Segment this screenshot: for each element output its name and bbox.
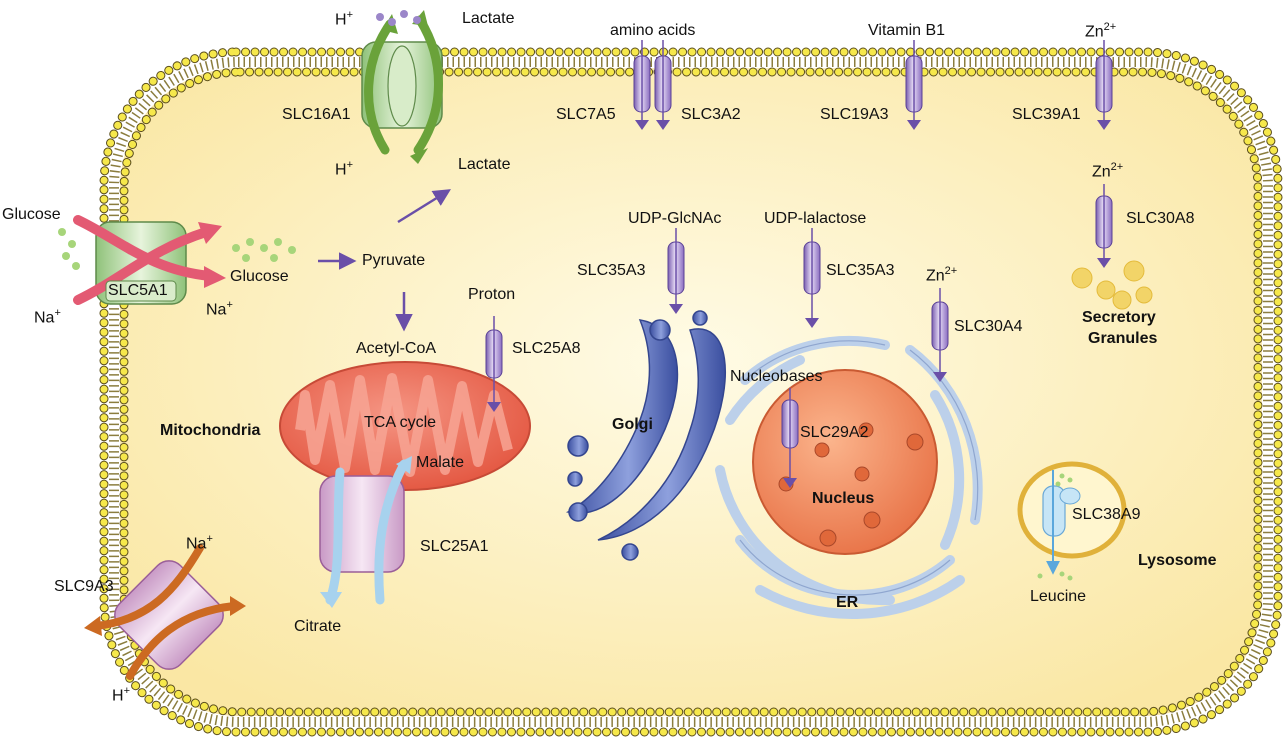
- na-plus-outside-label: Na+: [34, 307, 61, 327]
- cytoplasm: [120, 68, 1262, 716]
- slc35a3-golgi-transporter: [667, 228, 685, 314]
- leucine-label: Leucine: [1030, 588, 1087, 605]
- h-plus-bottom-label: H+: [112, 685, 130, 705]
- tca-cycle-label: TCA cycle: [364, 414, 437, 431]
- er-outline: [739, 340, 979, 596]
- udp-lalactose-label: UDP-lalactose: [764, 210, 867, 227]
- na-plus-slc9a3-label: Na+: [186, 533, 213, 553]
- slc38a9-label: SLC38A9: [1072, 506, 1141, 523]
- golgi-label: Golgi: [612, 416, 653, 433]
- slc9a3-label: SLC9A3: [54, 578, 114, 595]
- lysosome: [1017, 461, 1127, 581]
- slc35a3-golgi-label: SLC35A3: [577, 262, 646, 279]
- glucose-dots-out: [58, 228, 80, 270]
- er-label: ER: [836, 594, 859, 611]
- golgi: [565, 310, 726, 561]
- slc5a1-transporter: [73, 215, 226, 305]
- slc30a8-label: SLC30A8: [1126, 210, 1195, 227]
- glucose-outside-label: Glucose: [2, 206, 61, 223]
- secretory-granules-label-1: Secretory: [1082, 309, 1156, 326]
- secretory-granules-label-2: Granules: [1088, 330, 1158, 347]
- glucose-dots-in: [232, 238, 296, 262]
- lactate-inside-label: Lactate: [458, 156, 511, 173]
- zn-outside-label: Zn2+: [1085, 21, 1117, 41]
- slc3a2-label: SLC3A2: [681, 106, 741, 123]
- proton-label: Proton: [468, 286, 516, 303]
- citrate-label: Citrate: [294, 618, 342, 635]
- slc30a4-transporter: [931, 288, 949, 382]
- slc7a5-transporter: [633, 40, 651, 130]
- mitochondria: [279, 361, 531, 491]
- slc5a1-label: SLC5A1: [108, 282, 168, 299]
- slc29a2-transporter: [781, 388, 799, 488]
- slc35a3-er-label: SLC35A3: [826, 262, 895, 279]
- slc16a1-transporter: [361, 10, 443, 164]
- h-plus-inside-label: H+: [335, 159, 353, 179]
- zn-er-label: Zn2+: [926, 265, 958, 285]
- lactate-dots-out: [376, 10, 421, 26]
- glucose-inside-label: Glucose: [230, 268, 289, 285]
- lysosome-label: Lysosome: [1138, 552, 1217, 569]
- na-plus-inside-label: Na+: [206, 299, 233, 319]
- udp-glcnac-label: UDP-GlcNAc: [628, 210, 722, 227]
- lactate-outside-label: Lactate: [462, 10, 515, 27]
- slc7a5-label: SLC7A5: [556, 106, 616, 123]
- slc35a3-er-transporter: [803, 228, 821, 328]
- acetyl-coa-label: Acetyl-CoA: [356, 340, 437, 357]
- slc25a8-label: SLC25A8: [512, 340, 581, 357]
- h-plus-outside-label: H+: [335, 9, 353, 29]
- slc30a8-transporter: [1095, 184, 1113, 268]
- pyruvate-label: Pyruvate: [362, 252, 426, 269]
- amino-acids-label: amino acids: [610, 22, 696, 39]
- zn-cytoplasm-label: Zn2+: [1092, 161, 1124, 181]
- slc19a3-transporter: [905, 40, 923, 130]
- slc25a1-transporter: [319, 456, 412, 608]
- slc39a1-label: SLC39A1: [1012, 106, 1081, 123]
- nucleobases-label: Nucleobases: [730, 368, 823, 385]
- slc19a3-label: SLC19A3: [820, 106, 889, 123]
- secretory-granules: [1071, 260, 1153, 310]
- cell-membrane: [99, 47, 1283, 737]
- slc25a1-label: SLC25A1: [420, 538, 489, 555]
- mitochondria-label: Mitochondria: [160, 422, 261, 439]
- slc9a3-transporter: [84, 544, 246, 680]
- malate-label: Malate: [416, 454, 465, 471]
- slc30a4-label: SLC30A4: [954, 318, 1023, 335]
- vitamin-b1-label: Vitamin B1: [868, 22, 946, 39]
- slc25a8-transporter: [485, 316, 503, 412]
- slc16a1-label: SLC16A1: [282, 106, 351, 123]
- nucleus-label: Nucleus: [812, 490, 875, 507]
- nucleus: [752, 369, 938, 555]
- slc39a1-transporter: [1095, 40, 1113, 130]
- slc29a2-label: SLC29A2: [800, 424, 869, 441]
- slc3a2-transporter: [654, 40, 672, 130]
